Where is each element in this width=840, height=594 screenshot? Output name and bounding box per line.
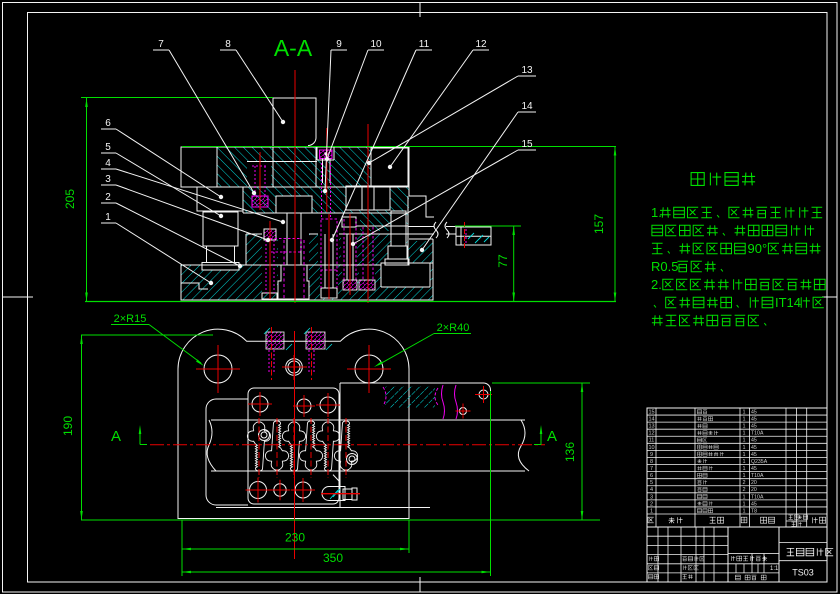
svg-text:2: 2 (742, 487, 745, 493)
svg-text:1: 1 (105, 212, 111, 223)
svg-text:10: 10 (648, 445, 654, 451)
svg-text:A-A: A-A (274, 35, 313, 61)
svg-text:5: 5 (650, 480, 653, 486)
svg-text:4: 4 (650, 487, 653, 493)
svg-text:1: 1 (742, 494, 745, 500)
svg-text:IT14: IT14 (775, 295, 801, 310)
svg-text:T10A: T10A (751, 431, 764, 437)
svg-text:45: 45 (751, 466, 757, 472)
svg-text:190: 190 (61, 416, 75, 436)
svg-text:1: 1 (742, 409, 745, 415)
svg-text:5: 5 (105, 142, 111, 153)
svg-text:3: 3 (650, 494, 653, 500)
svg-text:157: 157 (592, 214, 606, 234)
svg-text:14: 14 (648, 417, 654, 423)
svg-text:12: 12 (648, 431, 654, 437)
svg-text:45: 45 (751, 438, 757, 444)
svg-text:45: 45 (751, 445, 757, 451)
svg-text:1: 1 (742, 438, 745, 444)
svg-text:1: 1 (742, 417, 745, 423)
svg-text:1.: 1. (651, 205, 662, 220)
svg-text:8: 8 (225, 39, 231, 50)
svg-text:13: 13 (648, 424, 654, 430)
svg-text:12: 12 (475, 39, 487, 50)
svg-text:15: 15 (648, 409, 654, 415)
svg-text:2: 2 (742, 480, 745, 486)
svg-text:7: 7 (158, 39, 164, 50)
svg-text:TS03: TS03 (792, 568, 814, 578)
svg-text:90°: 90° (748, 241, 768, 256)
svg-text:15: 15 (521, 139, 533, 150)
svg-text:2×R40: 2×R40 (437, 322, 470, 334)
svg-text:T10A: T10A (751, 494, 764, 500)
svg-text:77: 77 (496, 254, 510, 268)
svg-text:9: 9 (336, 39, 342, 50)
svg-text:1: 1 (650, 508, 653, 514)
svg-text:350: 350 (323, 551, 343, 565)
svg-text:T10A: T10A (751, 473, 764, 479)
svg-text:6: 6 (650, 473, 653, 479)
svg-text:1: 1 (742, 431, 745, 437)
svg-text:45: 45 (751, 452, 757, 458)
svg-text:2.: 2. (651, 277, 662, 292)
svg-text:45: 45 (751, 424, 757, 430)
svg-text:20: 20 (751, 480, 757, 486)
svg-text:Q235A: Q235A (751, 459, 768, 465)
svg-text:1: 1 (742, 459, 745, 465)
svg-text:2: 2 (650, 501, 653, 507)
svg-text:1: 1 (742, 452, 745, 458)
svg-text:1: 1 (742, 501, 745, 507)
svg-text:20: 20 (751, 487, 757, 493)
svg-text:230: 230 (285, 531, 305, 545)
svg-text:7: 7 (650, 466, 653, 472)
svg-text:6: 6 (105, 118, 111, 129)
svg-text:1: 1 (742, 466, 745, 472)
svg-text:45: 45 (751, 409, 757, 415)
svg-text:11: 11 (419, 39, 430, 50)
svg-text:T8: T8 (751, 508, 757, 514)
svg-text:11: 11 (649, 438, 655, 444)
svg-text:1: 1 (742, 508, 745, 514)
svg-text:4: 4 (105, 158, 111, 169)
svg-text:45: 45 (751, 501, 757, 507)
svg-text:9: 9 (650, 452, 653, 458)
svg-text:1: 1 (742, 424, 745, 430)
svg-text:A: A (547, 428, 557, 445)
svg-text:205: 205 (63, 189, 77, 209)
svg-text:1: 1 (742, 445, 745, 451)
svg-text:3: 3 (105, 174, 111, 185)
svg-text:1:1: 1:1 (770, 566, 779, 572)
svg-text:13: 13 (521, 65, 533, 76)
svg-text:R0.5: R0.5 (651, 259, 678, 274)
svg-text:2: 2 (105, 192, 111, 203)
svg-text:45: 45 (751, 417, 757, 423)
svg-text:136: 136 (563, 442, 577, 462)
svg-text:10: 10 (370, 39, 382, 50)
svg-text:1: 1 (742, 473, 745, 479)
svg-text:A: A (111, 428, 121, 445)
svg-text:8: 8 (650, 459, 653, 465)
svg-text:2×R15: 2×R15 (114, 313, 147, 325)
svg-text:14: 14 (521, 101, 533, 112)
